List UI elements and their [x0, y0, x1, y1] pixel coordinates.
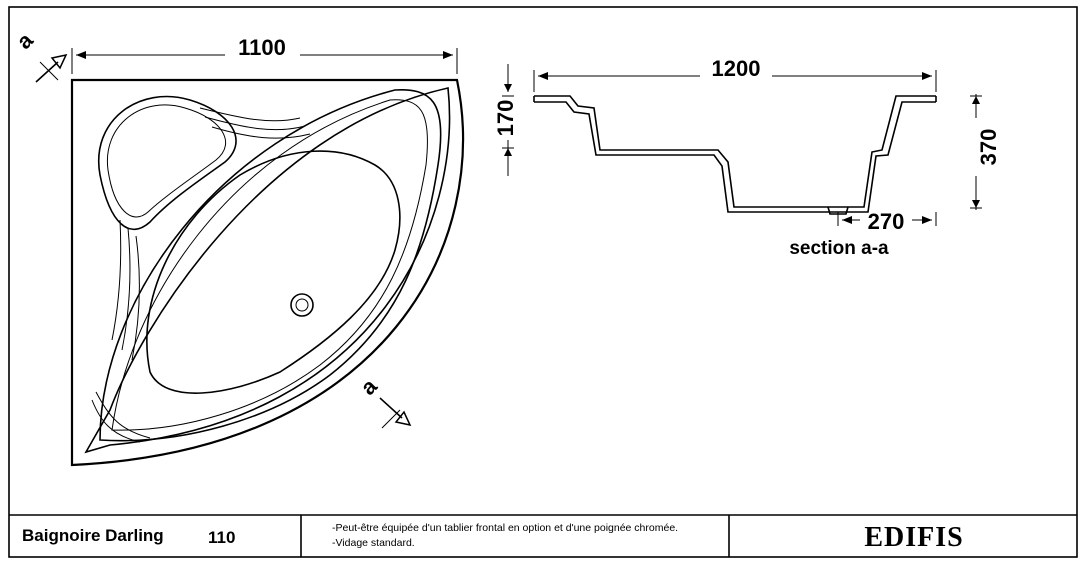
drawing-frame — [8, 6, 1078, 558]
section-profile-outer — [534, 95, 936, 208]
note-line-2: -Vidage standard. — [332, 537, 415, 549]
section-marker-top-label: a — [12, 27, 39, 54]
dim-1200-arrow-right — [922, 72, 932, 80]
plan-view: 1100 a a — [12, 27, 465, 467]
section-caption: section a-a — [789, 238, 889, 259]
plan-ribs — [111, 107, 311, 361]
section-marker-bottom-label: a — [356, 373, 383, 400]
section-marker-bottom-arrow — [394, 410, 412, 427]
product-size: 110 — [208, 528, 235, 547]
plan-basin-floor — [146, 150, 401, 394]
dim-370-arrow-bottom — [972, 200, 980, 208]
plan-inner-rim — [84, 87, 451, 454]
dim-370-arrow-top — [972, 96, 980, 104]
section-marker-top-stem — [35, 61, 59, 83]
section-marker-top-tick — [39, 61, 59, 81]
dim-1200-arrow-left — [538, 72, 548, 80]
section-view: 1200 170 370 270 section a-a — [493, 56, 1001, 259]
plan-outer-rim — [70, 78, 465, 467]
plan-headrest-inner — [106, 104, 227, 218]
dim-170-arrow-top — [504, 84, 512, 92]
dim-1100-label: 1100 — [238, 35, 286, 60]
section-profile-inner — [534, 101, 936, 213]
section-marker-bottom-tick — [381, 409, 401, 429]
dim-1200-label: 1200 — [712, 56, 761, 81]
dim-1100-arrow-right — [443, 51, 453, 59]
dim-270-arrow-right — [922, 216, 932, 224]
dim-270-arrow-left — [842, 216, 852, 224]
section-marker-top: a — [12, 27, 68, 83]
dim-1100-arrow-left — [76, 51, 86, 59]
plan-drain-outer — [290, 293, 314, 317]
dim-170-label: 170 — [493, 100, 518, 137]
dim-370-label: 370 — [976, 129, 1001, 166]
plan-basin-outer — [99, 89, 442, 442]
dim-170-arrow-bottom — [504, 148, 512, 156]
brand-name: EDIFIS — [864, 522, 963, 553]
plan-drain-inner — [295, 298, 309, 312]
dim-270-label: 270 — [868, 209, 905, 234]
section-marker-top-arrow — [50, 53, 68, 70]
plan-basin-inner — [111, 99, 428, 431]
plan-lower-ledge — [91, 391, 151, 443]
section-marker-bottom-stem — [379, 397, 403, 419]
plan-headrest — [97, 95, 237, 231]
note-line-1: -Peut-être équipée d'un tablier frontal … — [332, 522, 678, 534]
product-name: Baignoire Darling — [22, 526, 164, 545]
title-block: Baignoire Darling 110 -Peut-être équipée… — [9, 514, 1077, 557]
section-marker-bottom: a — [356, 373, 412, 429]
